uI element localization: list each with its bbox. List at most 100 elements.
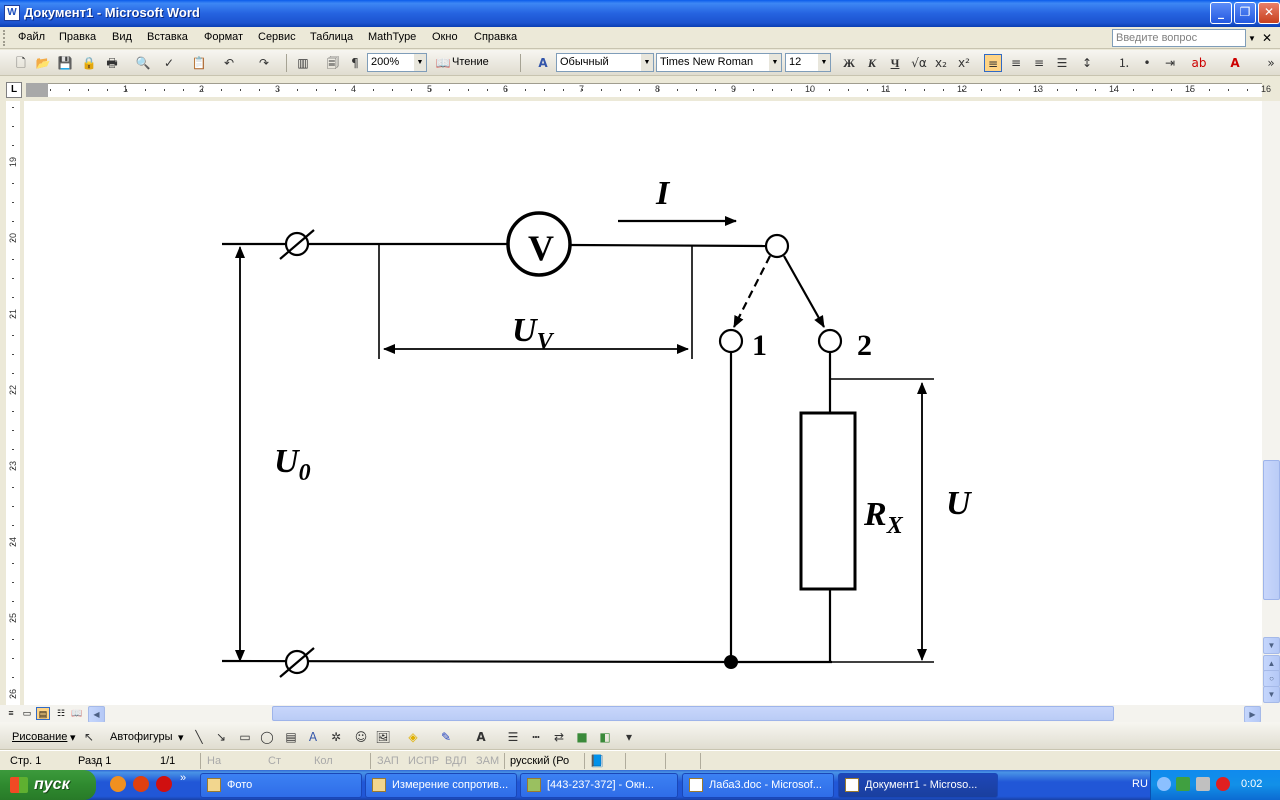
web-view-icon[interactable]: ▭	[22, 708, 32, 718]
arrow-icon[interactable]: ↘	[215, 730, 227, 744]
font-color-icon[interactable]: A	[1230, 56, 1240, 70]
bullet-list-icon[interactable]: •	[1143, 56, 1151, 70]
status-trk[interactable]: ИСПР	[408, 755, 440, 767]
3d-style-icon[interactable]: ◧	[599, 730, 611, 744]
quicklaunch-firefox-icon[interactable]	[133, 776, 149, 792]
undo-icon[interactable]: ↶	[223, 56, 235, 70]
wordart-icon[interactable]: A	[308, 730, 318, 744]
outline-view-icon[interactable]: ☷	[56, 708, 66, 718]
save-icon[interactable]: 💾	[57, 56, 73, 70]
print-icon[interactable]: 🖶	[106, 56, 118, 70]
align-right-icon[interactable]: ≡	[1033, 56, 1045, 70]
line-color-icon[interactable]: ✎	[440, 730, 452, 744]
permission-icon[interactable]: 🔒	[81, 56, 97, 70]
restore-button[interactable]: ❐	[1234, 2, 1256, 24]
italic-button[interactable]: К	[867, 56, 877, 70]
zoom-dropdown-icon[interactable]: ▼	[414, 54, 426, 71]
line-icon[interactable]: ╲	[195, 730, 203, 744]
status-ovr[interactable]: ЗАМ	[476, 755, 500, 767]
word-app-icon[interactable]: W	[4, 5, 20, 21]
tray-network-icon[interactable]	[1176, 777, 1190, 791]
quicklaunch-browser-icon[interactable]	[110, 776, 126, 792]
zoom-select[interactable]: 200% ▼	[367, 53, 427, 72]
menu-view[interactable]: Вид	[112, 31, 132, 43]
document-map-icon[interactable]: 🗐	[327, 56, 339, 70]
tray-opera-icon[interactable]	[1216, 777, 1230, 791]
reading-view-icon[interactable]: 📖	[71, 708, 83, 718]
reading-mode-button[interactable]: Чтение	[452, 56, 489, 68]
task-photo[interactable]: Фото	[200, 773, 362, 798]
equation-icon[interactable]: √α	[911, 56, 927, 70]
reading-mode-icon[interactable]: 📖	[435, 56, 451, 70]
oval-icon[interactable]: ◯	[260, 730, 274, 744]
open-folder-icon[interactable]: 📂	[35, 56, 51, 70]
toolbar-options-icon[interactable]: »	[1267, 56, 1275, 70]
tray-expand-icon[interactable]	[1157, 777, 1171, 791]
task-remote-window[interactable]: [443-237-372] - Окн...	[520, 773, 678, 798]
vertical-scrollbar[interactable]	[1262, 101, 1280, 705]
draw-menu-button[interactable]: Рисование	[12, 731, 68, 743]
justify-icon[interactable]: ☰	[1056, 56, 1068, 70]
rectangle-icon[interactable]: ▭	[239, 730, 251, 744]
autoshapes-button[interactable]: Автофигуры	[110, 731, 173, 743]
dash-style-icon[interactable]: ┅	[532, 730, 540, 744]
menu-format[interactable]: Формат	[204, 31, 244, 43]
paste-icon[interactable]: 📋	[191, 56, 207, 70]
menu-window[interactable]: Окно	[432, 31, 458, 43]
status-rec[interactable]: ЗАП	[377, 755, 399, 767]
bold-button[interactable]: Ж	[843, 56, 855, 70]
tray-printer-icon[interactable]	[1196, 777, 1210, 791]
clipart-icon[interactable]: ☺	[354, 730, 368, 744]
draw-dropdown-icon[interactable]: ▾	[70, 732, 76, 744]
browse-object-icon[interactable]: ○	[1263, 670, 1280, 687]
drawing-toolbar-options-icon[interactable]: ▾	[625, 730, 633, 744]
line-style-icon[interactable]: ☰	[507, 730, 519, 744]
underline-button[interactable]: Ч	[890, 56, 900, 70]
autoshapes-dropdown-icon[interactable]: ▾	[178, 732, 184, 744]
arrow-style-icon[interactable]: ⇄	[553, 730, 565, 744]
menu-table[interactable]: Таблица	[310, 31, 354, 43]
style-dropdown-icon[interactable]: ▼	[641, 54, 653, 71]
horizontal-scroll-thumb[interactable]	[272, 706, 1114, 721]
align-center-icon[interactable]: ≡	[1010, 56, 1022, 70]
vertical-ruler-strip[interactable]	[6, 101, 20, 705]
start-button[interactable]: пуск	[0, 770, 96, 800]
highlight-icon[interactable]: ab	[1191, 56, 1207, 70]
document-close-icon[interactable]: ✕	[1262, 31, 1273, 45]
close-button[interactable]: ✕	[1258, 2, 1280, 24]
quicklaunch-more-icon[interactable]: »	[180, 772, 187, 784]
quicklaunch-opera-icon[interactable]	[156, 776, 172, 792]
language-indicator[interactable]: RU	[1132, 778, 1148, 790]
menu-edit[interactable]: Правка	[59, 31, 97, 43]
next-page-icon[interactable]: ▼	[1263, 686, 1280, 703]
menu-tools[interactable]: Сервис	[258, 31, 296, 43]
tab-selector[interactable]: L	[6, 82, 22, 98]
new-document-icon[interactable]: 🗋	[16, 56, 26, 70]
help-search-input[interactable]: Введите вопрос	[1112, 29, 1246, 47]
task-laba3-doc[interactable]: Лаба3.doc - Microsof...	[682, 773, 834, 798]
toolbar-grip[interactable]	[3, 30, 7, 46]
print-layout-icon[interactable]: ▤	[36, 707, 50, 720]
menu-insert[interactable]: Вставка	[147, 31, 188, 43]
menu-file[interactable]: Файл	[18, 31, 46, 43]
draw-font-color-icon[interactable]: A	[476, 730, 486, 744]
status-ext[interactable]: ВДЛ	[445, 755, 467, 767]
redo-icon[interactable]: ↷	[258, 56, 270, 70]
print-preview-icon[interactable]: 🔍	[135, 56, 151, 70]
scroll-right-icon[interactable]: ▶	[1244, 706, 1261, 723]
menu-help[interactable]: Справка	[474, 31, 518, 43]
help-dropdown-icon[interactable]: ▼	[1248, 34, 1256, 43]
superscript-icon[interactable]: x²	[958, 56, 970, 70]
subscript-icon[interactable]: x₂	[935, 56, 947, 70]
task-measurement[interactable]: Измерение сопротив...	[365, 773, 517, 798]
font-select[interactable]: Times New Roman ▼	[656, 53, 782, 72]
textbox-icon[interactable]: ▤	[285, 730, 297, 744]
scroll-left-icon[interactable]: ◀	[88, 706, 105, 723]
show-formatting-icon[interactable]: ¶	[351, 56, 359, 70]
font-dropdown-icon[interactable]: ▼	[769, 54, 781, 71]
fill-color-icon[interactable]: ◈	[408, 730, 418, 744]
scroll-down-icon[interactable]: ▼	[1263, 637, 1280, 654]
font-size-dropdown-icon[interactable]: ▼	[818, 54, 830, 71]
spelling-icon[interactable]: ✓	[163, 56, 175, 70]
align-left-icon[interactable]: ≡	[984, 54, 1002, 72]
